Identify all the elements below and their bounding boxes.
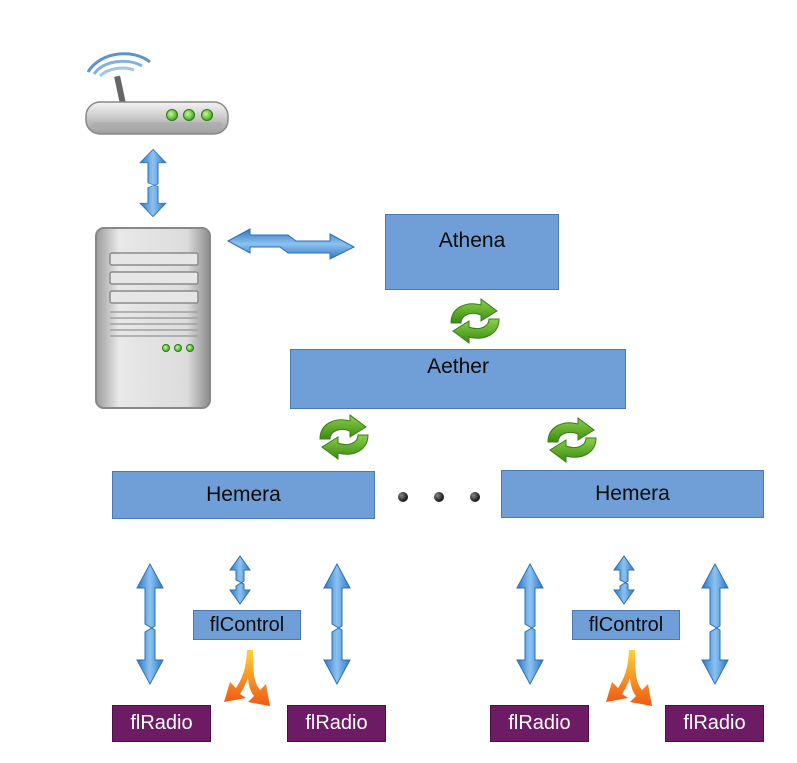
hemera-right-box: Hemera (501, 470, 764, 518)
flradio-box-2: flRadio (287, 705, 386, 742)
flradio-label: flRadio (305, 712, 368, 734)
hemera-flradio-link-icon (136, 563, 164, 685)
hemera-left-label: Hemera (206, 483, 281, 506)
flradio-box-1: flRadio (112, 705, 211, 742)
flradio-label: flRadio (130, 712, 193, 734)
hemera-right-label: Hemera (595, 482, 670, 505)
flcontrol-right-label: flControl (588, 613, 664, 636)
flradio-label: flRadio (683, 712, 746, 734)
flcontrol-left-label: flControl (209, 613, 285, 636)
ellipsis-dot (434, 492, 444, 502)
hemera-flradio-link-icon (701, 563, 729, 685)
flcontrol-signal-icon (224, 650, 270, 706)
flcontrol-right-box: flControl (572, 610, 680, 640)
athena-aether-sync-icon (450, 298, 500, 344)
athena-box: Athena (385, 214, 559, 290)
hemera-flradio-link-icon (323, 563, 351, 685)
aether-box: Aether (290, 349, 626, 409)
ellipsis-dot (470, 492, 480, 502)
server-tower-icon (95, 227, 211, 409)
ellipsis-dot (398, 492, 408, 502)
aether-hemera-right-sync-icon (547, 417, 597, 463)
hemera-left-box: Hemera (112, 471, 375, 519)
flcontrol-signal-icon (606, 650, 652, 706)
hemera-flcontrol-link-icon (229, 555, 251, 605)
flradio-label: flRadio (508, 712, 571, 734)
athena-label: Athena (438, 229, 506, 252)
flradio-box-4: flRadio (665, 705, 764, 742)
flcontrol-left-box: flControl (193, 610, 301, 640)
hemera-flcontrol-link-icon (613, 555, 635, 605)
server-athena-link-icon (226, 228, 356, 260)
aether-hemera-left-sync-icon (319, 414, 369, 460)
router-server-link-icon (139, 148, 167, 218)
hemera-flradio-link-icon (516, 563, 544, 685)
router-icon (85, 52, 229, 135)
flradio-box-3: flRadio (490, 705, 589, 742)
aether-label: Aether (427, 355, 489, 378)
